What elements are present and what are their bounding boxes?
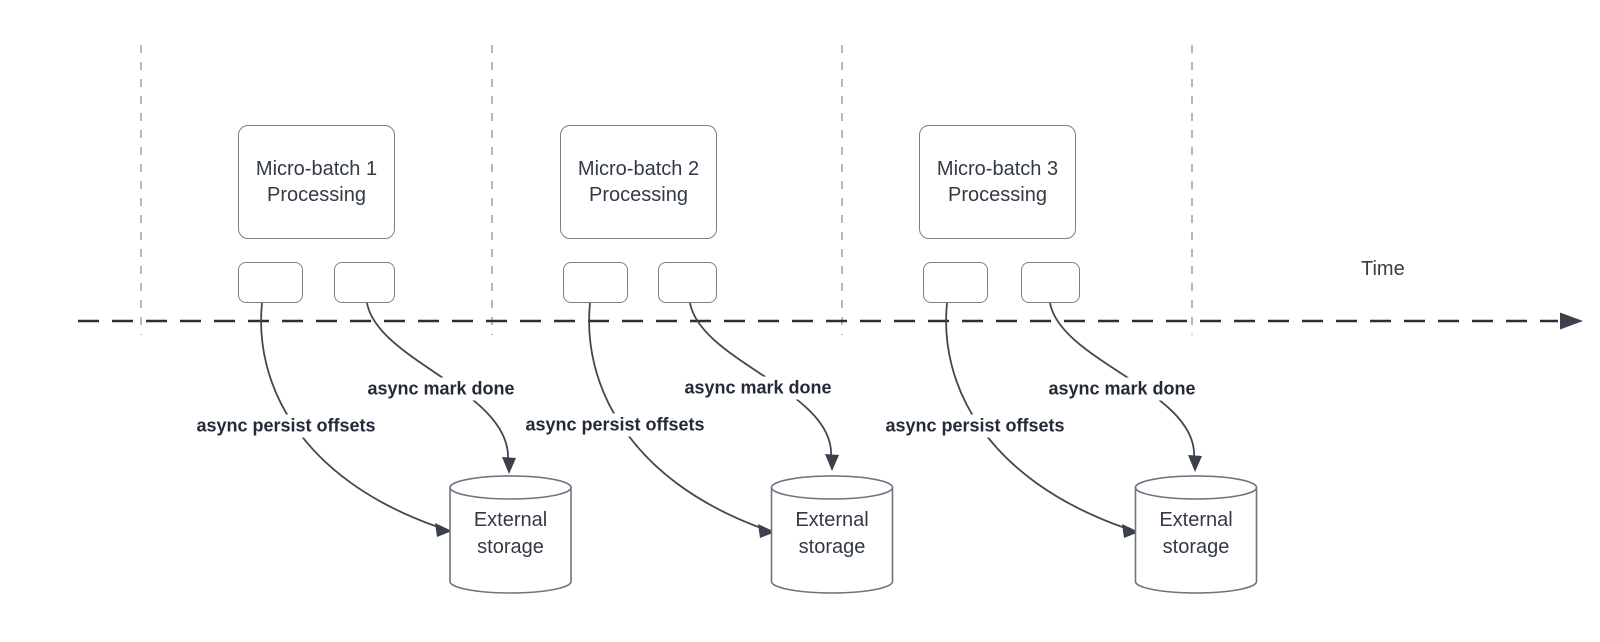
mark-done-label-1: async mark done (364, 377, 518, 401)
external-storage-label-2: External storage (795, 509, 869, 558)
mark-done-arrowhead-2 (825, 454, 839, 471)
external-storage-cylinder-1 (449, 475, 572, 594)
persist-offsets-arrowhead-1 (435, 523, 452, 537)
external-storage-label-1: External storage (473, 509, 548, 558)
micro-batch-2-label: Micro-batch 2 Processing (577, 158, 700, 206)
persist-offsets-label-3: async persist offsets (882, 414, 1068, 438)
micro-batch-1-label: Micro-batch 1 Processing (255, 158, 378, 206)
time-axis-arrowhead (1560, 312, 1583, 330)
small-task-box-3b (1021, 262, 1080, 303)
external-storage-cylinder-2 (770, 475, 894, 594)
persist-offsets-arrowhead-2 (758, 524, 775, 538)
small-task-box-1a (238, 262, 303, 303)
micro-batch-1-box: Micro-batch 1 Processing (238, 125, 395, 239)
mark-done-label-3: async mark done (1045, 377, 1199, 401)
external-storage-cylinder-3 (1134, 475, 1258, 594)
small-task-box-2b (658, 262, 717, 303)
mark-done-arrowhead-3 (1188, 455, 1202, 472)
persist-offsets-label-1: async persist offsets (193, 414, 379, 438)
micro-batch-2-box: Micro-batch 2 Processing (560, 125, 717, 239)
micro-batch-3-label: Micro-batch 3 Processing (936, 158, 1059, 206)
external-storage-label-3: External storage (1159, 509, 1233, 558)
micro-batch-3-box: Micro-batch 3 Processing (919, 125, 1076, 239)
mark-done-arrowhead-1 (502, 457, 516, 474)
small-task-box-2a (563, 262, 628, 303)
small-task-box-3a (923, 262, 988, 303)
persist-offsets-label-2: async persist offsets (522, 413, 708, 437)
time-axis-label: Time (1361, 258, 1405, 280)
persist-offsets-arrowhead-3 (1122, 524, 1139, 538)
mark-done-label-2: async mark done (681, 376, 835, 400)
small-task-box-1b (334, 262, 395, 303)
